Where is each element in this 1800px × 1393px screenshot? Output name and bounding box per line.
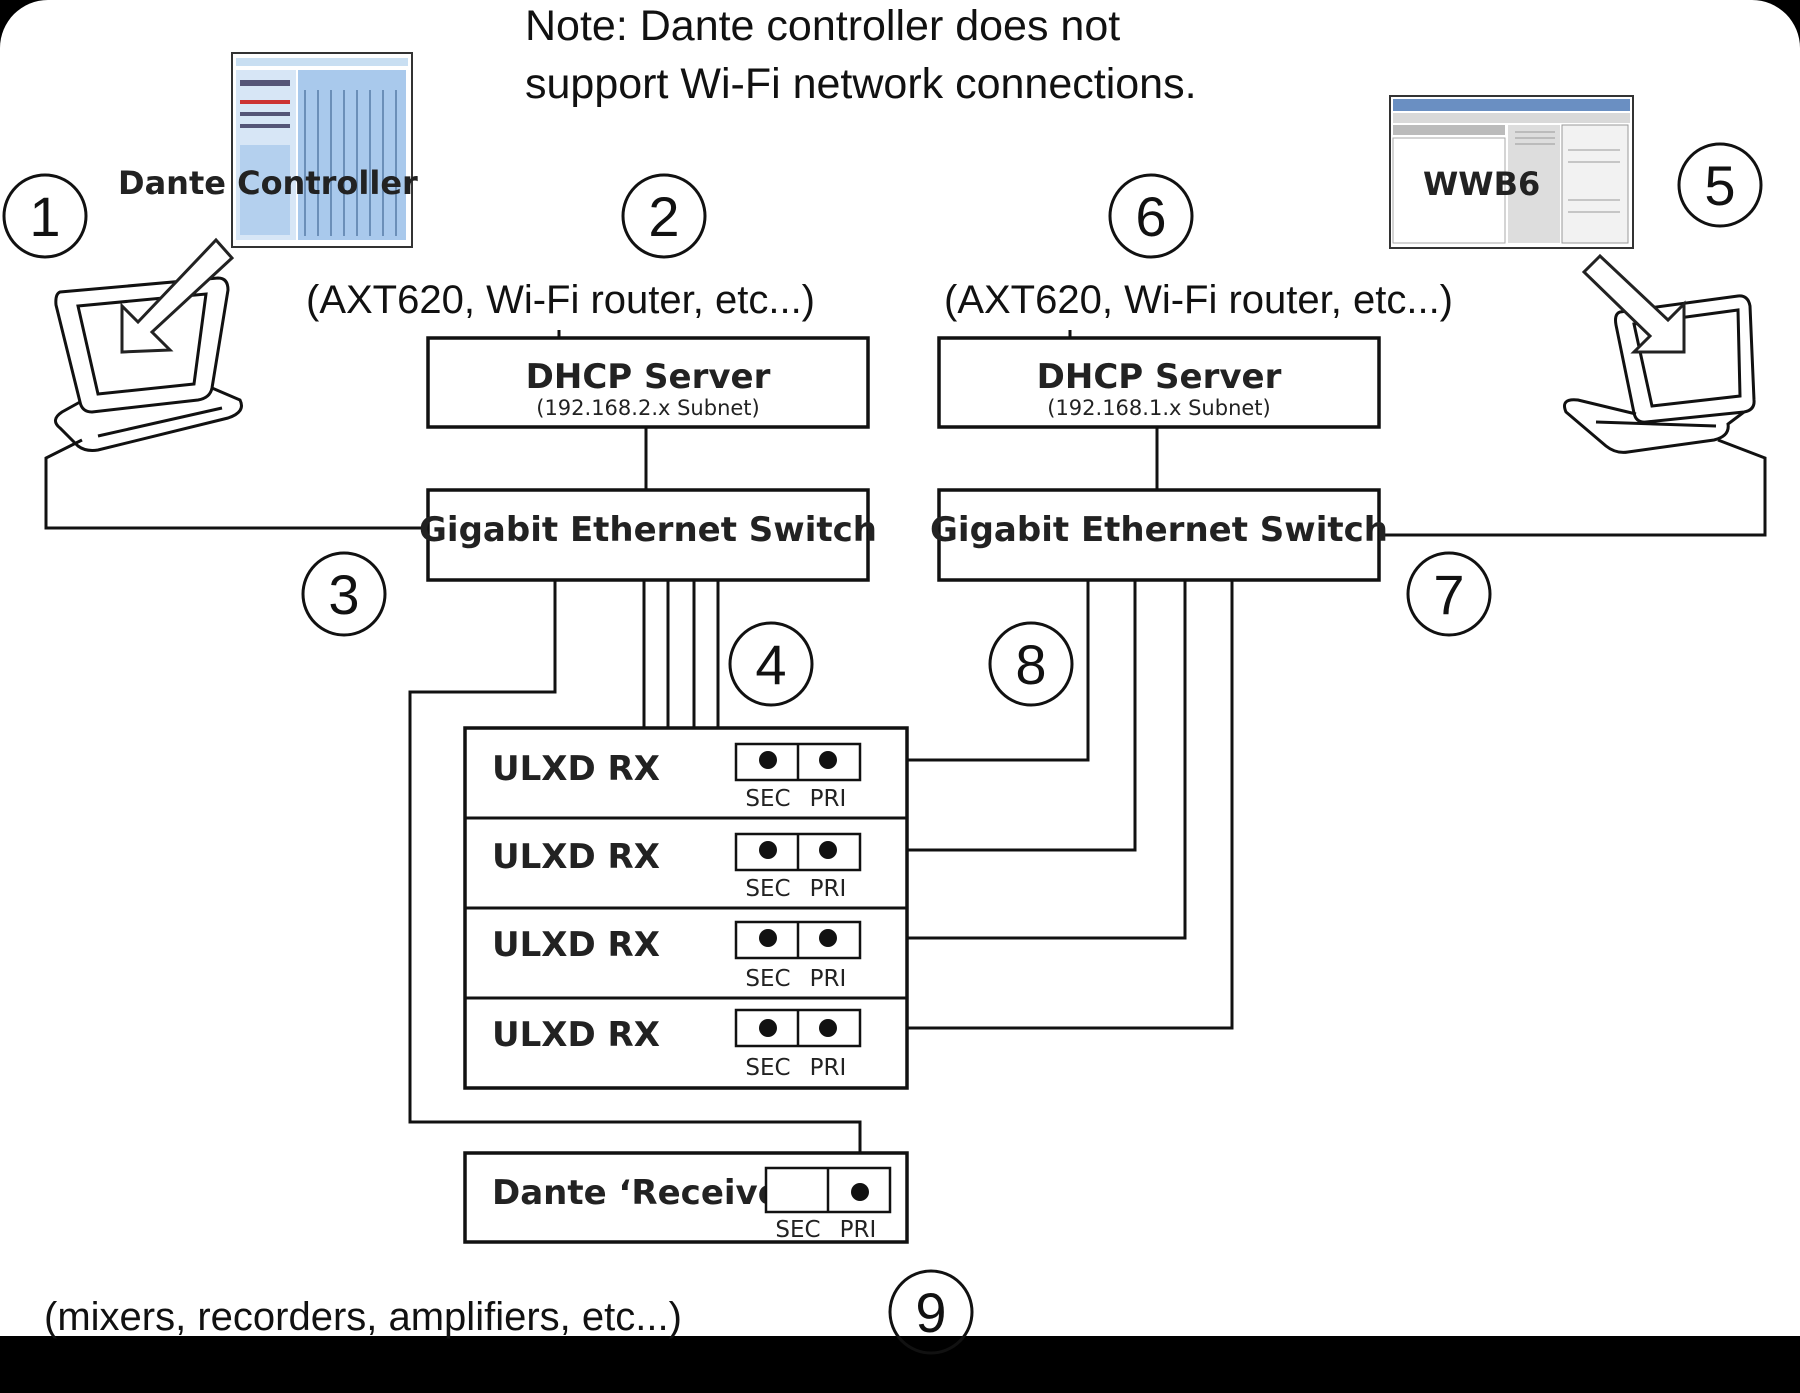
ulxd-receiver-3: ULXD RX SEC PRI [492,920,862,992]
svg-text:9: 9 [915,1281,946,1344]
callout-2: 2 [621,173,707,259]
sec-port-icon [759,1019,777,1037]
wwb6-label: WWB6 [1423,165,1540,203]
svg-text:ULXD RX: ULXD RX [492,837,660,877]
sec-port-icon [759,751,777,769]
callout-1: 1 [2,173,88,259]
svg-text:SEC: SEC [775,1217,820,1243]
note-line-1: Note: Dante controller does not [525,2,1120,50]
bottom-band [0,1336,1800,1388]
svg-text:4: 4 [755,633,786,696]
svg-text:ULXD RX: ULXD RX [492,749,660,789]
right-app-arrow-icon [1581,253,1686,354]
svg-text:ULXD RX: ULXD RX [492,925,660,965]
switch-right: Gigabit Ethernet Switch [930,488,1388,582]
sec-port-icon [759,929,777,947]
switch-left-title: Gigabit Ethernet Switch [419,510,877,550]
footer-devices: (mixers, recorders, amplifiers, etc...) [44,1295,682,1339]
dhcp-right-title: DHCP Server [1037,357,1282,397]
svg-text:ULXD RX: ULXD RX [492,1015,660,1055]
svg-text:SEC: SEC [745,876,790,902]
svg-text:1: 1 [29,185,60,248]
pri-port-icon [819,751,837,769]
callout-6: 6 [1108,173,1194,259]
note-line-2: support Wi-Fi network connections. [525,60,1197,108]
ulxd-receiver-1: ULXD RX SEC PRI [492,742,862,812]
dhcp-server-left: DHCP Server (192.168.2.x Subnet) [426,336,870,429]
dhcp-right-examples: (AXT620, Wi-Fi router, etc...) [944,278,1453,322]
callout-7: 7 [1406,551,1492,637]
callout-8: 8 [988,621,1074,707]
svg-text:PRI: PRI [810,1055,847,1081]
dhcp-server-right: DHCP Server (192.168.1.x Subnet) [937,336,1381,429]
svg-text:PRI: PRI [810,876,847,902]
svg-text:SEC: SEC [745,1055,790,1081]
dante-controller-screenshot [231,52,413,248]
svg-text:6: 6 [1135,185,1166,248]
callout-3: 3 [301,551,387,637]
dhcp-right-subnet: (192.168.1.x Subnet) [1047,396,1270,420]
pri-port-icon [851,1183,869,1201]
right-laptop [1563,294,1756,454]
dante-receiver-label: Dante ‘Receiver’ [492,1173,812,1213]
sec-port-icon [759,841,777,859]
svg-text:3: 3 [328,563,359,626]
pri-port-icon [819,841,837,859]
switch-right-title: Gigabit Ethernet Switch [930,510,1388,550]
svg-text:PRI: PRI [810,786,847,812]
svg-text:7: 7 [1433,563,1464,626]
svg-text:PRI: PRI [810,966,847,992]
svg-text:SEC: SEC [745,786,790,812]
pri-port-icon [819,929,837,947]
svg-text:PRI: PRI [840,1217,877,1243]
switch-left: Gigabit Ethernet Switch [419,488,877,582]
dhcp-left-subnet: (192.168.2.x Subnet) [536,396,759,420]
svg-text:5: 5 [1704,154,1735,217]
ulxd-receiver-2: ULXD RX SEC PRI [492,832,862,902]
dante-controller-label: Dante Controller [118,164,418,202]
pri-port-icon [819,1019,837,1037]
wwb6-screenshot [1389,95,1634,249]
callout-5: 5 [1677,142,1763,228]
ulxd-receiver-4: ULXD RX SEC PRI [492,1008,862,1081]
dhcp-left-title: DHCP Server [526,357,771,397]
dante-receiver: Dante ‘Receiver’ SEC PRI [463,1151,909,1244]
svg-text:SEC: SEC [745,966,790,992]
callout-4: 4 [728,621,814,707]
left-app-arrow-icon [120,237,235,354]
callout-9: 9 [888,1269,974,1355]
svg-text:8: 8 [1015,633,1046,696]
svg-text:2: 2 [648,185,679,248]
dhcp-left-examples: (AXT620, Wi-Fi router, etc...) [306,278,815,322]
